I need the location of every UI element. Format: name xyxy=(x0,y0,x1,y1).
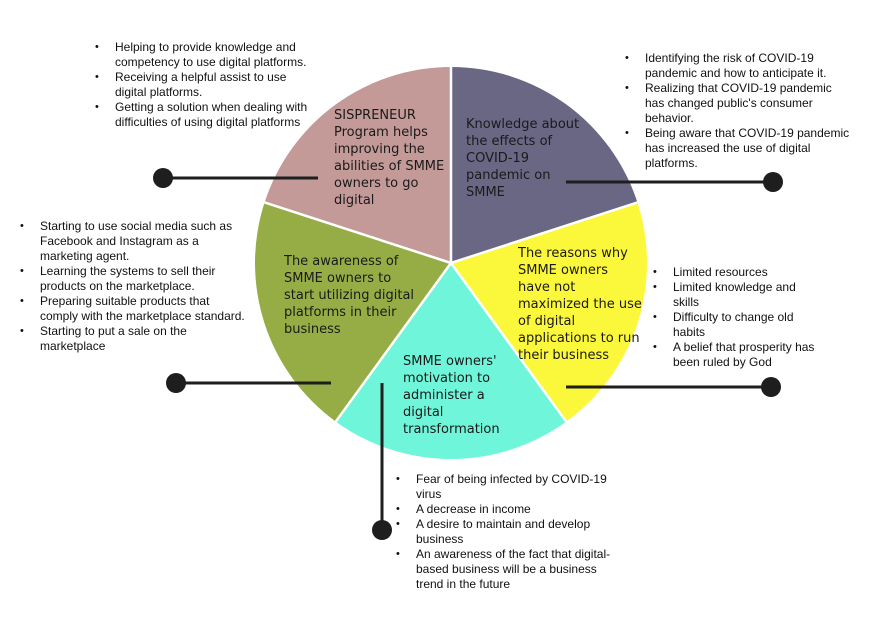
segment-label-line: The reasons why xyxy=(518,246,628,261)
connector-dot-knowledge xyxy=(763,172,783,192)
bullet-item: A belief that prosperity has been ruled … xyxy=(651,340,821,370)
segment-label-line: digital xyxy=(403,405,444,420)
connector-dot-awareness xyxy=(166,373,186,393)
connector-dot-sispreneur xyxy=(153,168,173,188)
segment-label-knowledge: Knowledge about the effects of COVID-19 pan… xyxy=(466,116,579,201)
segment-label-line: SMME owners to xyxy=(284,271,392,286)
bullet-item: Receiving a helpful assist to use digita… xyxy=(93,70,318,100)
bullets-motivation: Fear of being infected by COVID-19 virus… xyxy=(394,472,626,592)
segment-label-line: SMME owners xyxy=(518,263,608,278)
segment-label-line: business xyxy=(284,322,341,337)
segment-label-line: abilities of SMME xyxy=(334,159,445,174)
segment-divider xyxy=(264,201,452,265)
segment-label-line: improving the xyxy=(334,142,425,157)
segment-label-line: applications to run xyxy=(518,331,640,346)
segment-label-line: COVID-19 xyxy=(466,151,530,166)
segment-label-line: owners to go xyxy=(334,176,419,191)
segment-label-line: have not xyxy=(518,280,576,295)
bullet-item: Starting to put a sale on the marketplac… xyxy=(18,324,250,354)
bullet-item: A decrease in income xyxy=(394,502,626,517)
bullet-item: Learning the systems to sell their produ… xyxy=(18,264,250,294)
bullet-item: Helping to provide knowledge and compete… xyxy=(93,40,318,70)
bullet-item: Limited knowledge and skills xyxy=(651,280,821,310)
segment-reasons xyxy=(451,202,647,422)
wheel-segments xyxy=(255,67,647,459)
segment-label-line: start utilizing digital xyxy=(284,288,415,303)
bullet-item: Fear of being infected by COVID-19 virus xyxy=(394,472,626,502)
segment-label-line: SISPRENEUR xyxy=(334,108,416,123)
bullet-connectors xyxy=(153,168,783,540)
segment-label-line: Knowledge about xyxy=(466,117,580,132)
segment-divider xyxy=(449,262,568,423)
segment-label-line: their business xyxy=(518,348,610,363)
segment-label-line: SMME xyxy=(466,185,505,200)
bullet-item: Preparing suitable products that comply … xyxy=(18,294,250,324)
bullet-item: Being aware that COVID-19 pandemic has i… xyxy=(623,126,853,171)
segment-label-line: Program helps xyxy=(334,125,428,140)
segment-label-line: administer a xyxy=(403,388,485,403)
bullets-knowledge: Identifying the risk of COVID-19 pandemi… xyxy=(623,51,853,171)
connector-dot-reasons xyxy=(761,377,781,397)
bullet-item: Identifying the risk of COVID-19 pandemi… xyxy=(623,51,853,81)
segment-label-line: digital xyxy=(334,193,375,208)
bullet-item: Difficulty to change old habits xyxy=(651,310,821,340)
segment-divider xyxy=(334,262,453,423)
segment-motivation xyxy=(335,263,567,459)
segment-awareness xyxy=(255,202,451,422)
segment-label-line: pandemic on xyxy=(466,168,551,183)
segment-label-line: SMME owners' xyxy=(403,354,497,369)
bullet-item: An awareness of the fact that digital-ba… xyxy=(394,547,626,592)
bullet-item: Realizing that COVID-19 pandemic has cha… xyxy=(623,81,853,126)
segment-label-line: of digital xyxy=(518,314,576,329)
segment-label-sispreneur: SISPRENEUR Program helps improving the abil… xyxy=(334,107,444,209)
segment-label-line: maximized the use xyxy=(518,297,642,312)
bullet-item: Getting a solution when dealing with dif… xyxy=(93,100,318,130)
segment-knowledge xyxy=(451,67,638,263)
segment-label-line: The awareness of xyxy=(284,254,399,269)
segment-label-line: the effects of xyxy=(466,134,553,149)
segment-label-line: platforms in their xyxy=(284,305,397,320)
segment-label-motivation: SMME owners' motivation to administer a dig… xyxy=(403,353,500,438)
segment-label-line: motivation to xyxy=(403,371,491,386)
bullet-item: A desire to maintain and develop busines… xyxy=(394,517,626,547)
segment-label-line: transformation xyxy=(403,422,500,437)
connector-dot-motivation xyxy=(372,520,392,540)
bullets-reasons: Limited resources Limited knowledge and … xyxy=(651,265,821,370)
bullet-item: Limited resources xyxy=(651,265,821,280)
segment-sispreneur xyxy=(264,67,451,263)
segment-dividers xyxy=(264,67,638,423)
bullets-awareness: Starting to use social media such as Fac… xyxy=(18,219,250,354)
bullet-item: Starting to use social media such as Fac… xyxy=(18,219,250,264)
segment-divider xyxy=(450,201,638,265)
segment-label-awareness: The awareness of SMME owners to start util… xyxy=(284,253,414,338)
bullets-sispreneur: Helping to provide knowledge and compete… xyxy=(93,40,318,130)
